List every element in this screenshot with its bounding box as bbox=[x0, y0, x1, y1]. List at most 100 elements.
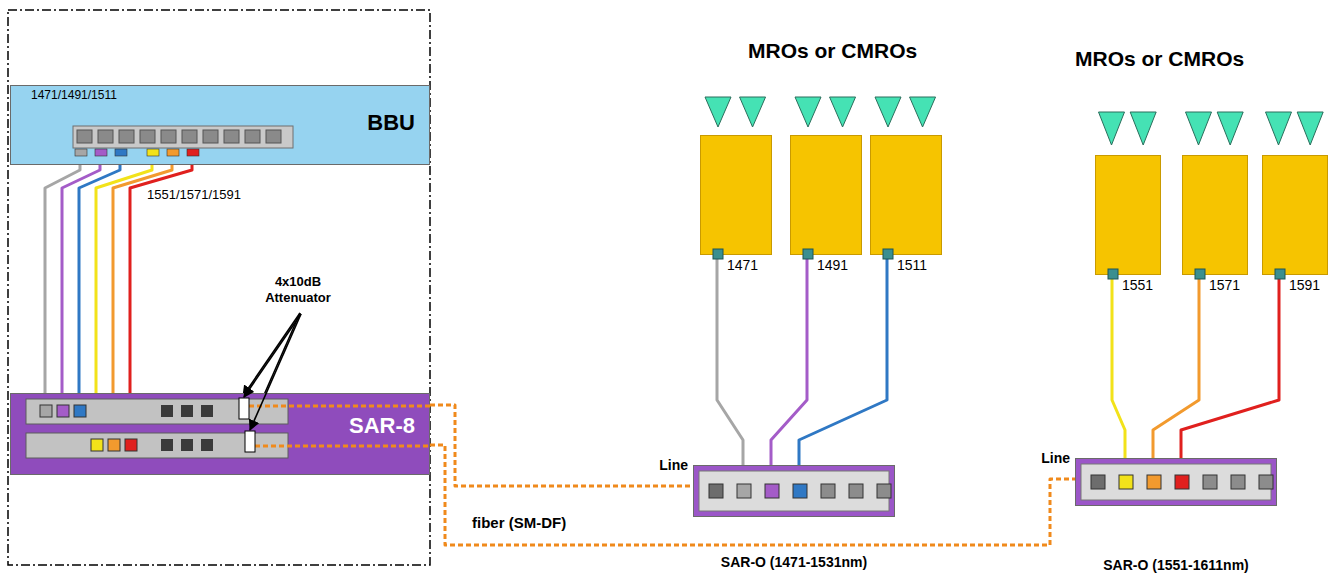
mux-port bbox=[877, 484, 891, 498]
line-card bbox=[26, 399, 288, 424]
port-panel bbox=[1081, 464, 1271, 500]
unit-name: BBU bbox=[367, 110, 415, 135]
port-label: Line bbox=[659, 457, 688, 473]
sfp-port bbox=[74, 405, 86, 417]
port-wavelengths: 1551/1571/1591 bbox=[145, 187, 243, 203]
mux-port bbox=[1147, 475, 1161, 489]
antenna-symbol bbox=[910, 97, 936, 127]
optical-port bbox=[77, 130, 92, 143]
optical-port bbox=[1275, 269, 1285, 279]
mro-artwork bbox=[871, 136, 943, 256]
optical-port bbox=[1195, 269, 1205, 279]
fiber-jumper bbox=[96, 165, 152, 393]
antenna-symbol bbox=[1266, 112, 1292, 145]
empty-port bbox=[181, 439, 193, 451]
callout-label: 4x10dB Attenuator bbox=[252, 274, 344, 305]
antenna-symbol bbox=[740, 97, 766, 127]
radio-unit: 1591 bbox=[1262, 155, 1328, 275]
mro-artwork bbox=[701, 136, 773, 256]
saro-artwork bbox=[1076, 459, 1278, 507]
optical-port bbox=[98, 130, 113, 143]
radio-unit: 1471 bbox=[700, 135, 772, 255]
radio-unit: 1571 bbox=[1182, 155, 1248, 275]
antenna-symbol bbox=[1217, 112, 1243, 145]
radio-unit: 1491 bbox=[790, 135, 862, 255]
port-tab bbox=[115, 149, 127, 156]
port-tab bbox=[95, 149, 107, 156]
sfp-port bbox=[57, 405, 69, 417]
leader-line bbox=[244, 314, 301, 397]
mux-port bbox=[1119, 475, 1133, 489]
optical-port bbox=[203, 130, 218, 143]
fiber-label: fiber (SM-DF) bbox=[470, 514, 568, 532]
sar8-router: SAR-8 bbox=[10, 393, 430, 475]
port-panel bbox=[699, 471, 889, 511]
port-wavelength: 1571 bbox=[1209, 277, 1240, 293]
port-tab bbox=[75, 149, 87, 156]
optical-port bbox=[713, 249, 723, 259]
mux-port bbox=[821, 484, 835, 498]
empty-port bbox=[161, 439, 173, 451]
antenna-symbol bbox=[1099, 112, 1125, 145]
site-frame bbox=[8, 10, 430, 565]
port-wavelength: 1551 bbox=[1122, 277, 1153, 293]
mux-port bbox=[765, 484, 779, 498]
attenuator bbox=[245, 431, 255, 452]
antenna-symbol bbox=[875, 97, 901, 127]
fiber-jumper bbox=[62, 165, 100, 393]
empty-port bbox=[201, 405, 213, 417]
optical-port bbox=[182, 130, 197, 143]
optical-port bbox=[803, 249, 813, 259]
fiber-link bbox=[430, 405, 693, 486]
port-tab bbox=[187, 149, 199, 156]
mux-port bbox=[793, 484, 807, 498]
mux-port bbox=[737, 484, 751, 498]
antenna-symbol bbox=[1186, 112, 1212, 145]
antenna-symbol bbox=[795, 97, 821, 127]
port-tab bbox=[167, 149, 179, 156]
optical-port bbox=[161, 130, 176, 143]
sar-o-mux: LineSAR-O (1551-1611nm) bbox=[1075, 458, 1277, 506]
fiber-jumper bbox=[717, 255, 743, 465]
device-caption: SAR-O (1471-1531nm) bbox=[721, 554, 867, 570]
optical-port bbox=[140, 130, 155, 143]
mux-port bbox=[1175, 475, 1189, 489]
fiber-jumper bbox=[1153, 275, 1199, 458]
optical-port bbox=[266, 130, 281, 143]
port-wavelength: 1471 bbox=[727, 257, 758, 273]
sar-o-mux: LineSAR-O (1471-1531nm) bbox=[693, 465, 895, 517]
fiber-jumper bbox=[799, 255, 887, 465]
mux-port bbox=[1231, 475, 1245, 489]
fiber-jumper bbox=[1112, 275, 1125, 458]
optical-port bbox=[224, 130, 239, 143]
radio-unit: 1551 bbox=[1095, 155, 1161, 275]
mux-port bbox=[849, 484, 863, 498]
group-heading: MROs or CMROs bbox=[1075, 46, 1244, 71]
mro-artwork bbox=[791, 136, 863, 256]
fiber-jumper bbox=[771, 255, 807, 465]
saro-artwork bbox=[694, 466, 896, 518]
optical-port bbox=[1108, 269, 1118, 279]
mux-port bbox=[1259, 475, 1273, 489]
optical-port bbox=[119, 130, 134, 143]
antenna-symbol bbox=[1130, 112, 1156, 145]
attenuator bbox=[239, 398, 249, 419]
fiber-patch bbox=[255, 445, 431, 448]
leader-line bbox=[243, 313, 300, 396]
antenna-symbol bbox=[705, 97, 731, 127]
port-label: Line bbox=[1041, 450, 1070, 466]
port-wavelength: 1511 bbox=[897, 257, 927, 273]
port-wavelength: 1491 bbox=[817, 257, 848, 273]
mux-port bbox=[1091, 475, 1105, 489]
unit-name: SAR-8 bbox=[349, 413, 415, 438]
port-wavelength: 1591 bbox=[1289, 277, 1320, 293]
leader-line bbox=[250, 314, 301, 430]
bbu-unit: 1471/1491/1511BBU bbox=[10, 85, 430, 165]
antenna-symbol bbox=[1297, 112, 1323, 145]
mux-port bbox=[1203, 475, 1217, 489]
sfp-port bbox=[40, 405, 52, 417]
port-wavelengths: 1471/1491/1511 bbox=[31, 89, 117, 103]
mro-artwork bbox=[1263, 156, 1329, 276]
fiber-patch bbox=[249, 405, 431, 408]
